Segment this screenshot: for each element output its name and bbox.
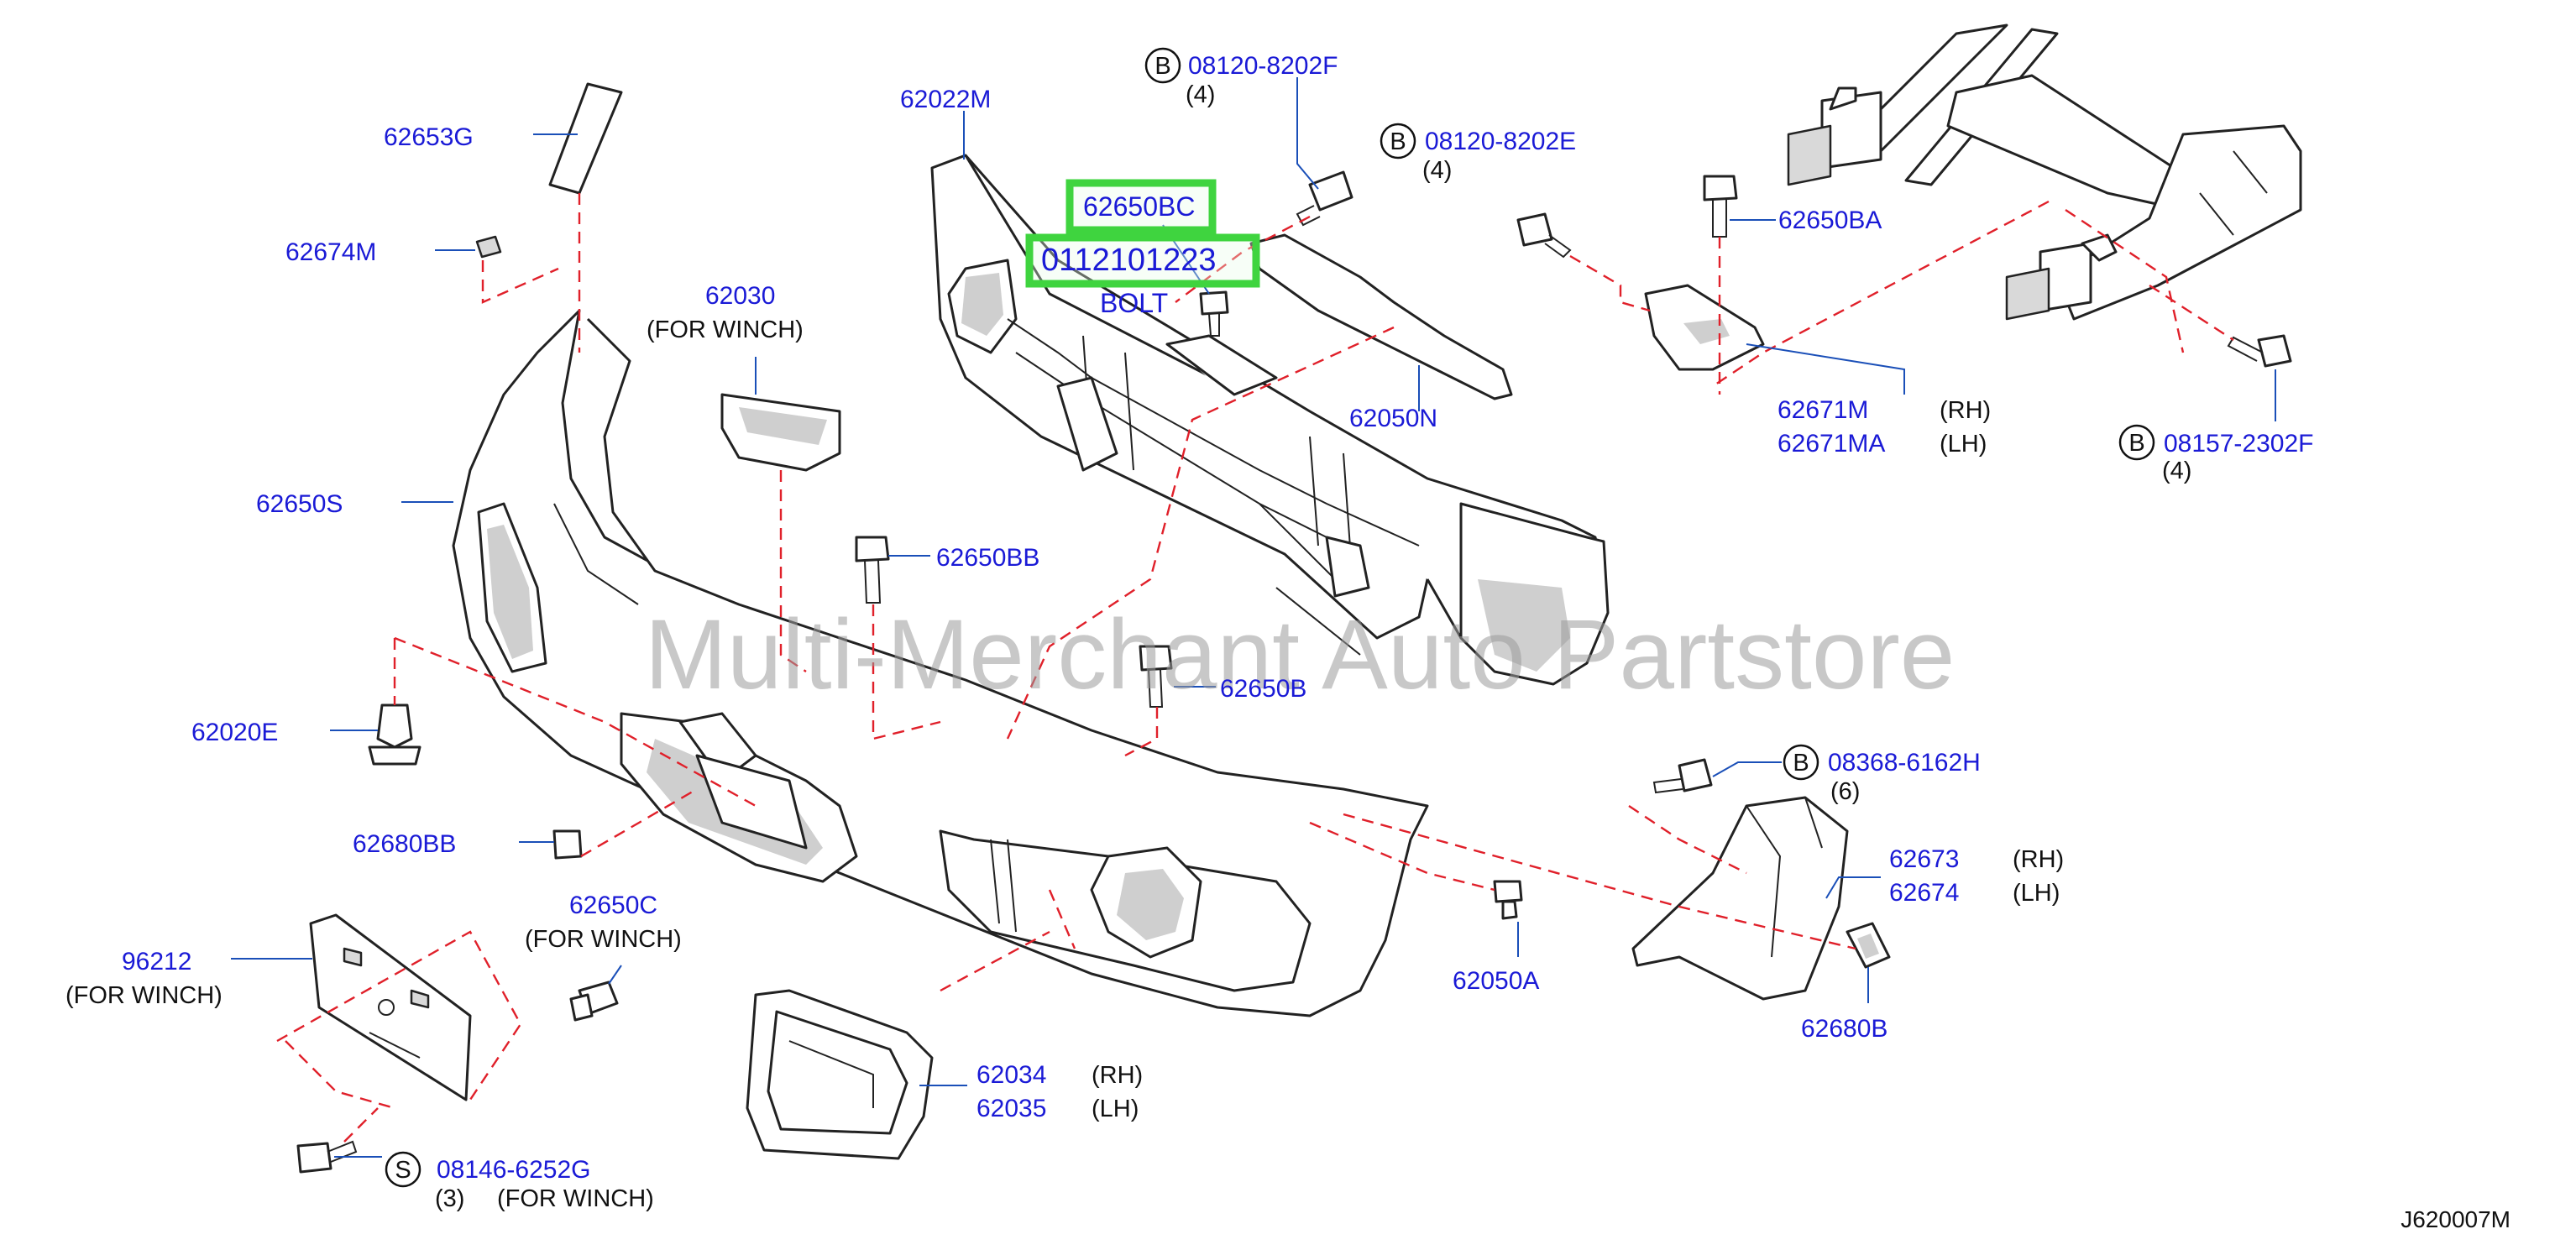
bracket-62671M (1644, 284, 1765, 371)
label-62680B[interactable]: 62680B (1801, 1015, 1887, 1043)
label-62650C[interactable]: 62650C (569, 892, 657, 919)
label-62650BB[interactable]: 62650BB (936, 544, 1039, 572)
label-62020E[interactable]: 62020E (191, 719, 278, 746)
label-62034[interactable]: 62034 (976, 1061, 1046, 1089)
label-62035[interactable]: 62035 (976, 1095, 1046, 1122)
label-lh: (LH) (2013, 880, 2060, 907)
highlight-name[interactable]: BOLT (1100, 288, 1168, 318)
bolt-62650BB (855, 536, 890, 604)
label-for-winch: (FOR WINCH) (497, 1185, 654, 1212)
clip-62680BB (552, 829, 583, 860)
label-for-winch: (FOR WINCH) (647, 316, 804, 343)
label-rh: (RH) (1940, 397, 1991, 424)
label-62674[interactable]: 62674 (1889, 879, 1959, 907)
nut-62680B (1846, 922, 1891, 969)
bolt-08157-2302F (2227, 334, 2292, 368)
bolt-08120-8202E (1516, 212, 1572, 259)
label-08146-6252G[interactable]: 08146-6252G (437, 1156, 591, 1184)
winch-bracket-62030 (720, 393, 841, 472)
label-62650S[interactable]: 62650S (256, 490, 343, 518)
label-08120-8202F[interactable]: 08120-8202F (1188, 52, 1338, 80)
assembly-dash-lines (276, 193, 2234, 1143)
label-for-winch: (FOR WINCH) (65, 982, 223, 1009)
label-62022M[interactable]: 62022M (900, 86, 991, 113)
label-qty: (4) (2162, 458, 2191, 484)
part-labels: 62653G 62674M 62030 (FOR WINCH) 62022M 0… (65, 52, 2313, 1212)
bumper-reinforcement-62022M (930, 154, 1610, 686)
callout-b-circle (2118, 424, 2155, 461)
label-62030[interactable]: 62030 (705, 282, 775, 310)
label-62671MA[interactable]: 62671MA (1778, 430, 1885, 458)
label-62653G[interactable]: 62653G (384, 123, 474, 151)
label-08368-6162H[interactable]: 08368-6162H (1828, 749, 1981, 777)
callout-b-letter: B (2128, 430, 2144, 457)
splash-guard-62673 (1631, 796, 1849, 1001)
callout-b-letter: B (1154, 53, 1170, 80)
label-qty: (4) (1186, 81, 1215, 108)
bumper-fascia-62650S (452, 309, 1429, 1017)
callout-b-letter: B (1793, 750, 1809, 777)
license-bracket-96212 (309, 913, 472, 1101)
callout-s-circle (385, 1151, 421, 1188)
clip-62674M (475, 235, 502, 259)
bolt-08368-6162H (1652, 758, 1713, 794)
callout-b-circle (1144, 47, 1181, 84)
fog-bezel-62034 (746, 989, 934, 1160)
label-62673[interactable]: 62673 (1889, 845, 1959, 873)
clip-62050A (1493, 880, 1523, 920)
bolt-62650BC (1199, 290, 1229, 337)
label-08157-2302F[interactable]: 08157-2302F (2164, 430, 2313, 458)
label-for-winch: (FOR WINCH) (525, 926, 682, 953)
bolt-62650B (1139, 645, 1173, 708)
callout-s-letter: S (395, 1157, 411, 1184)
label-62050A[interactable]: 62050A (1453, 967, 1539, 995)
label-rh: (RH) (2013, 846, 2064, 873)
label-rh: (RH) (1092, 1062, 1143, 1089)
label-96212[interactable]: 96212 (122, 948, 191, 975)
label-62680BB[interactable]: 62680BB (353, 830, 456, 858)
bolt-08146-6252G (296, 1140, 358, 1174)
diagram-id: J620007M (2401, 1206, 2511, 1232)
callout-b-circle (1380, 123, 1416, 160)
label-62671M[interactable]: 62671M (1778, 396, 1868, 424)
garnish-strip-62653G (548, 82, 623, 195)
callout-circles: B B B B S (385, 47, 2155, 1188)
label-62674M[interactable]: 62674M (285, 238, 376, 266)
highlight-part-number[interactable]: 62650BC (1083, 191, 1195, 222)
highlight-part-box[interactable] (1065, 179, 1217, 234)
bolt-62650BA (1703, 175, 1738, 238)
highlight-code-box[interactable] (1025, 233, 1260, 288)
chassis-frame (1787, 24, 2302, 321)
callout-b-letter: B (1390, 128, 1406, 155)
clip-62020E (368, 703, 421, 766)
label-62650B[interactable]: 62650B (1220, 675, 1306, 703)
bracket-62050N (1249, 233, 1513, 400)
label-lh: (LH) (1940, 431, 1987, 458)
label-62650BA[interactable]: 62650BA (1778, 207, 1882, 234)
watermark: Multi-Merchant Auto Partstore (645, 599, 1956, 710)
callout-b-circle (1783, 744, 1819, 781)
label-qty: (3) (435, 1185, 464, 1212)
label-qty: (6) (1830, 778, 1860, 805)
label-08120-8202E[interactable]: 08120-8202E (1425, 128, 1576, 155)
clip-62650C (569, 981, 619, 1022)
label-62050N[interactable]: 62050N (1349, 405, 1437, 432)
bolt-08120-8202F (1296, 170, 1353, 227)
highlight-callout[interactable]: 62650BC 0112101223 BOLT (1025, 179, 1260, 318)
highlight-code[interactable]: 0112101223 (1041, 243, 1217, 278)
label-qty: (4) (1422, 157, 1452, 184)
label-lh: (LH) (1092, 1096, 1139, 1122)
